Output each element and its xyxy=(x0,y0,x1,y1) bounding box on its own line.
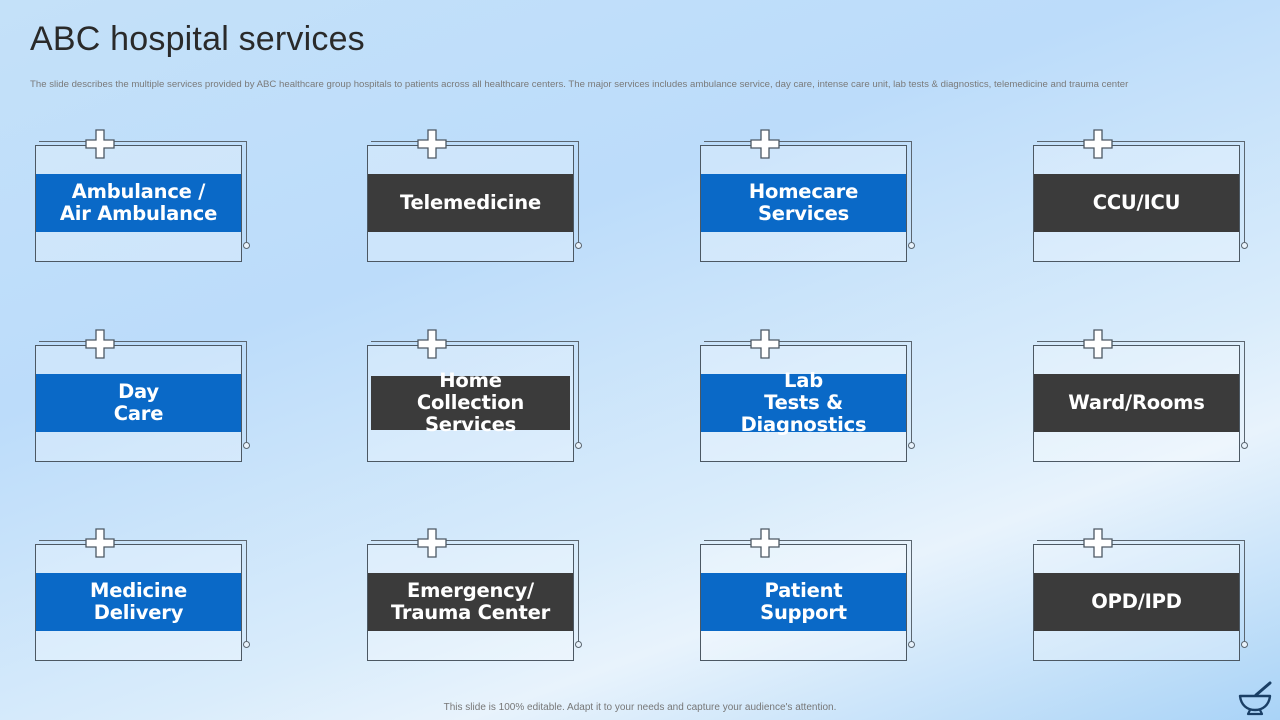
card-label: OPD/IPD xyxy=(1091,590,1182,613)
service-card: Medicine Delivery xyxy=(35,528,265,668)
service-card: Day Care xyxy=(35,329,265,469)
medical-cross-icon xyxy=(85,329,115,359)
card-label: Homecare Services xyxy=(748,180,859,225)
medical-cross-icon xyxy=(85,129,115,159)
medical-cross-icon xyxy=(750,129,780,159)
card-outline xyxy=(39,141,247,246)
footer-note: This slide is 100% editable. Adapt it to… xyxy=(443,702,837,713)
card-label: Home Collection Services xyxy=(416,369,525,436)
card-band: Telemedicine xyxy=(368,174,573,232)
medical-cross-icon xyxy=(417,528,447,558)
card-box: Ward/Rooms xyxy=(1033,345,1240,462)
card-dot xyxy=(243,242,250,249)
card-dot xyxy=(1241,442,1248,449)
card-box: Homecare Services xyxy=(700,145,907,262)
card-dot xyxy=(908,442,915,449)
card-label: Medicine Delivery xyxy=(89,579,188,624)
service-card: Ambulance / Air Ambulance xyxy=(35,129,265,269)
card-box: CCU/ICU xyxy=(1033,145,1240,262)
medical-cross-icon xyxy=(1083,329,1113,359)
card-label: Patient Support xyxy=(760,579,847,624)
card-outline xyxy=(704,141,912,246)
service-card: Homecare Services xyxy=(700,129,930,269)
card-band: Patient Support xyxy=(701,573,906,631)
service-card: Telemedicine xyxy=(367,129,597,269)
card-band: OPD/IPD xyxy=(1034,573,1239,631)
medical-cross-icon xyxy=(85,528,115,558)
service-card: Ward/Rooms xyxy=(1033,329,1263,469)
card-box: Home Collection Services xyxy=(367,345,574,462)
card-outline xyxy=(371,540,579,645)
card-outline xyxy=(39,540,247,645)
card-outline xyxy=(39,341,247,446)
mortar-pestle-icon xyxy=(1238,681,1272,716)
card-outline xyxy=(371,341,579,446)
service-card: Home Collection Services xyxy=(367,329,597,469)
card-outline xyxy=(704,341,912,446)
card-dot xyxy=(908,641,915,648)
card-box: Patient Support xyxy=(700,544,907,661)
card-band: Home Collection Services xyxy=(371,370,570,436)
card-band: CCU/ICU xyxy=(1034,174,1239,232)
card-label: Emergency/ Trauma Center xyxy=(390,579,551,624)
card-band: Ward/Rooms xyxy=(1034,374,1239,432)
card-box: Medicine Delivery xyxy=(35,544,242,661)
page-subtitle: The slide describes the multiple service… xyxy=(30,79,1129,90)
card-outline xyxy=(371,141,579,246)
card-label: CCU/ICU xyxy=(1092,191,1181,214)
service-card: CCU/ICU xyxy=(1033,129,1263,269)
card-band: Day Care xyxy=(36,374,241,432)
medical-cross-icon xyxy=(417,129,447,159)
card-label: Day Care xyxy=(113,380,164,425)
card-dot xyxy=(575,442,582,449)
card-dot xyxy=(908,242,915,249)
card-box: Lab Tests & Diagnostics xyxy=(700,345,907,462)
card-band: Lab Tests & Diagnostics xyxy=(701,370,906,436)
card-dot xyxy=(243,442,250,449)
medical-cross-icon xyxy=(1083,528,1113,558)
card-band: Ambulance / Air Ambulance xyxy=(36,174,241,232)
card-box: OPD/IPD xyxy=(1033,544,1240,661)
card-label: Lab Tests & Diagnostics xyxy=(740,369,867,436)
card-box: Day Care xyxy=(35,345,242,462)
card-outline xyxy=(704,540,912,645)
card-dot xyxy=(1241,242,1248,249)
card-band: Medicine Delivery xyxy=(36,573,241,631)
card-label: Ambulance / Air Ambulance xyxy=(59,180,218,225)
page-title: ABC hospital services xyxy=(30,20,365,58)
card-box: Emergency/ Trauma Center xyxy=(367,544,574,661)
card-band: Homecare Services xyxy=(701,174,906,232)
card-dot xyxy=(575,641,582,648)
service-card: Patient Support xyxy=(700,528,930,668)
card-outline xyxy=(1037,540,1245,645)
card-label: Ward/Rooms xyxy=(1068,391,1205,414)
card-outline xyxy=(1037,341,1245,446)
medical-cross-icon xyxy=(750,329,780,359)
medical-cross-icon xyxy=(750,528,780,558)
medical-cross-icon xyxy=(417,329,447,359)
service-card: Emergency/ Trauma Center xyxy=(367,528,597,668)
card-box: Telemedicine xyxy=(367,145,574,262)
card-dot xyxy=(575,242,582,249)
medical-cross-icon xyxy=(1083,129,1113,159)
card-dot xyxy=(1241,641,1248,648)
card-outline xyxy=(1037,141,1245,246)
card-band: Emergency/ Trauma Center xyxy=(368,573,573,631)
card-dot xyxy=(243,641,250,648)
card-box: Ambulance / Air Ambulance xyxy=(35,145,242,262)
service-card: Lab Tests & Diagnostics xyxy=(700,329,930,469)
service-card: OPD/IPD xyxy=(1033,528,1263,668)
card-label: Telemedicine xyxy=(400,191,541,214)
